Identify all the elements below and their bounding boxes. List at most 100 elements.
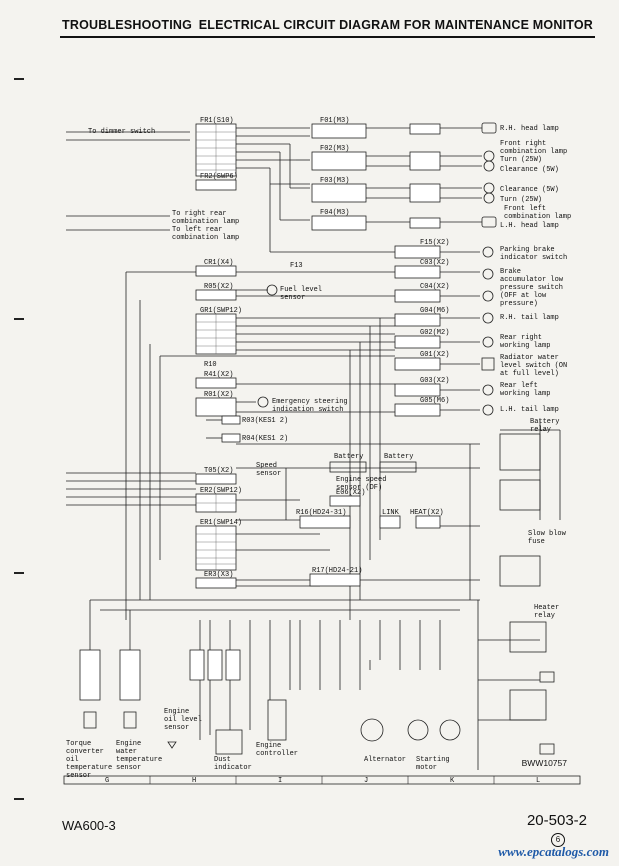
relay-box [499,479,541,511]
header-rule [60,36,595,38]
connector-r05 [195,289,237,301]
connector-label: R16(HD24-31) [296,509,347,517]
lamp-icon [483,150,495,162]
connector-label: G05(M6) [420,397,450,405]
connector-c03 [394,265,441,279]
connector-label: R05(X2) [204,283,234,291]
device-label: Torque converter oil temperature sensor [66,740,113,780]
heater-relay-box [509,621,547,653]
engine-controller-icon [267,699,287,741]
relay-label: Battery relay [530,418,560,434]
connector-r16 [299,515,351,529]
connector-r04 [221,433,241,443]
device-label: Dust indicator [214,756,252,772]
footer-model: WA600-3 [62,818,116,833]
connector-e29 [539,671,555,683]
device-label: Rear left working lamp [500,382,551,398]
connector-label: ER3(X3) [204,571,234,579]
device-label: Engine water temperature sensor [116,740,163,772]
connector-c04 [394,289,441,303]
connector-e30 [539,743,555,755]
label-left-rear-combination-lamp: To left rear combination lamp [172,226,240,242]
right-devices [83,122,555,755]
lamp-icon [482,336,494,348]
connector-label: C04(X2) [420,283,450,291]
connector-heat [415,515,441,529]
grid-label-g: G [105,777,110,785]
connector-label: F04(M3) [320,209,350,217]
battery-icon [379,461,417,473]
grid-strip [63,775,581,785]
binding-mark [14,78,24,80]
device-label: Front right combination lamp [500,140,568,156]
device-label: Starting motor [416,756,450,772]
dust-indicator-icon [215,729,243,755]
device-label: Battery [384,453,414,461]
grid-label-k: K [450,777,455,785]
connector-t27 [79,649,101,701]
lamp-icon [483,160,495,172]
relay-label: Heater relay [534,604,560,620]
connector-e06 [329,495,361,507]
connector-label: R03(KES1 2) [242,417,289,425]
relay-label: Slow blow fuse [528,530,566,546]
connector-cr1 [195,265,237,277]
device-label: Engine controller [256,742,299,758]
edition-mark: 6 [551,833,565,847]
connector-label: ER1(SWP14) [200,519,243,527]
lamp-icon [482,312,494,324]
connector-blocks [79,123,441,701]
device-label: L.H. head lamp [500,222,559,230]
battery-relay-box [499,433,541,471]
connector-r17 [309,573,361,587]
label-to-dimmer-switch: To dimmer switch [88,128,156,136]
connector-label: R17(HD24-21) [312,567,363,575]
grid-label-h: H [192,777,197,785]
device-label: Alternator [364,756,407,764]
wiring [66,127,561,770]
connector-label: F13 [290,262,303,270]
lamp-icon [483,182,495,194]
header-section-title: TROUBLESHOOTING [62,18,193,32]
connector-er3 [195,577,237,589]
connector-label: ER2(SWP12) [200,487,243,495]
connector-t05 [195,473,237,485]
switch-icon [257,396,269,408]
connector-fr2 [195,179,237,191]
connector-label: HEAT(X2) [410,509,444,517]
lamp-icon [483,192,495,204]
connector-label: T05(X2) [204,467,234,475]
connector-g04 [394,313,441,327]
connector-e08 [119,649,141,701]
connector-block [409,151,441,171]
relay-box [509,689,547,721]
connector-label: F03(M3) [320,177,350,185]
switch-icon [482,246,494,258]
device-label: Radiator water level switch (ON at full … [500,354,568,378]
connector-r01 [195,397,237,417]
connector-label: GR1(SWP12) [200,307,243,315]
device-label: Rear right working lamp [500,334,551,350]
lamp-icon [482,384,494,396]
connector-label: FR2(SWP6) [200,173,238,181]
connector-label: CR1(X4) [204,259,234,267]
relay-box [499,555,541,587]
connector-g02 [394,335,441,349]
connector-f04 [311,215,367,231]
connector-label: F02(M3) [320,145,350,153]
connector-block [409,123,441,135]
starting-motor-icon [407,719,429,741]
connector-label: LINK [382,509,399,517]
oil-level-sensor-icon [167,741,177,749]
sensor-icon [123,711,137,729]
switch-icon [482,290,494,302]
sensor-icon [83,711,97,729]
switch-icon [482,268,494,280]
connector-label: G01(X2) [420,351,450,359]
device-label: R.H. head lamp [500,125,559,133]
device-label: Fuel level sensor [280,286,323,302]
footer-page-number: 20-503-2 [526,812,587,829]
connector-block [409,183,441,203]
device-label: Emergency steering indication switch [272,398,348,414]
